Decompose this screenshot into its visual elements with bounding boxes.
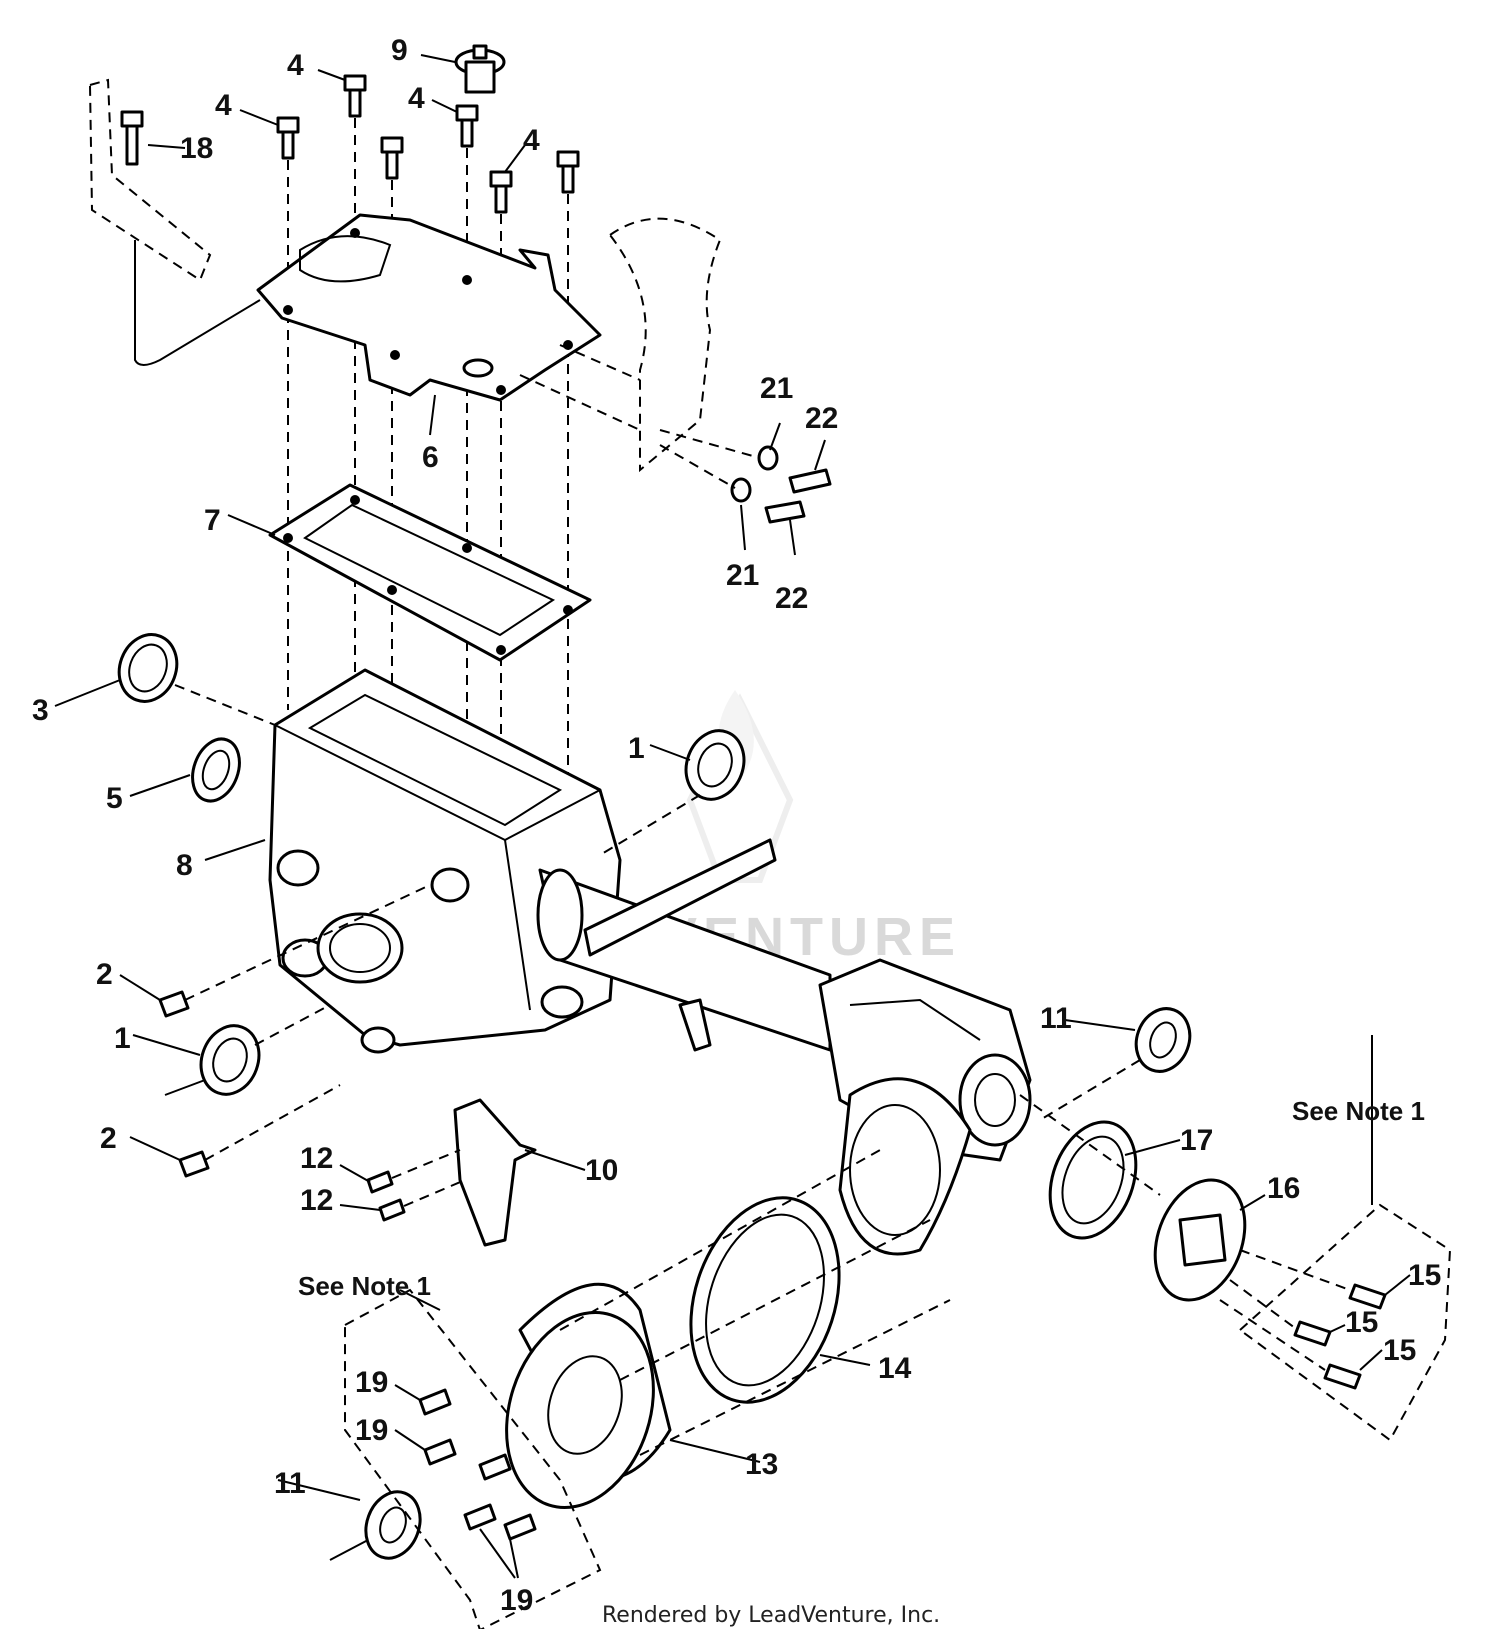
- part-11-seal-right: [1039, 1007, 1192, 1121]
- part-1-bearing-upper: [599, 729, 746, 856]
- callout-1: 1: [628, 732, 645, 765]
- callout-3: 3: [32, 694, 49, 727]
- part-15-bolts: [1219, 1249, 1387, 1390]
- part-1-bearing-lower: [164, 1004, 331, 1096]
- callout-15: 15: [1345, 1306, 1378, 1339]
- leader-lines: [54, 54, 1411, 1579]
- callout-17: 17: [1180, 1124, 1213, 1157]
- part-10-shield-plate: [453, 1098, 537, 1247]
- callout-4: 4: [215, 89, 232, 122]
- callout-9: 9: [391, 34, 408, 67]
- part-9-breather-cap: [454, 44, 506, 94]
- part-21-washers: [730, 445, 779, 503]
- callout-21: 21: [760, 372, 793, 405]
- callout-7: 7: [204, 504, 221, 537]
- part-12-screws: [366, 1149, 466, 1222]
- part-8-gear-housing: [268, 668, 622, 1054]
- callout-11: 11: [1040, 1002, 1072, 1035]
- part-11-seal-left: [329, 1490, 422, 1561]
- part-4-bolts: [276, 74, 580, 214]
- part-5-seal: [191, 737, 241, 803]
- part-18-bracket: [88, 78, 261, 366]
- part-6-cover-plate: [256, 213, 602, 402]
- note-1-right-box: [1238, 1203, 1452, 1442]
- part-3-bearing: [117, 633, 276, 726]
- part-16-end-cap: [1019, 1094, 1247, 1302]
- center-housing: [818, 958, 1032, 1256]
- callout-1: 1: [114, 1022, 131, 1055]
- callout-21: 21: [726, 559, 759, 592]
- callout-6: 6: [422, 441, 439, 474]
- part-19-screws: [418, 1388, 537, 1541]
- callout-16: 16: [1267, 1172, 1300, 1205]
- callout-18: 18: [180, 132, 213, 165]
- callout-labels: 18 4 4 4 4 9 6 7 21 22 21 22 3 5 8 1 2 1…: [32, 34, 1441, 1617]
- callout-22: 22: [775, 582, 808, 615]
- note-1-left-box: [344, 1288, 602, 1632]
- callout-14: 14: [878, 1352, 912, 1385]
- note-1-left: See Note 1: [298, 1271, 431, 1301]
- callout-10: 10: [585, 1154, 618, 1187]
- callout-19: 19: [355, 1414, 388, 1447]
- part-13-side-cover: [505, 1149, 951, 1510]
- callout-19: 19: [500, 1584, 533, 1617]
- part-18-bolt: [120, 110, 144, 166]
- callout-19: 19: [355, 1366, 388, 1399]
- callout-12: 12: [300, 1142, 333, 1175]
- callout-12: 12: [300, 1184, 333, 1217]
- part-17-gasket: [1048, 1120, 1138, 1240]
- part-14-gasket: [689, 1196, 841, 1404]
- callout-15: 15: [1408, 1259, 1441, 1292]
- part-7-gasket: [268, 483, 592, 662]
- callout-11: 11: [274, 1467, 306, 1500]
- footer-credit: Rendered by LeadVenture, Inc.: [602, 1603, 940, 1628]
- part-2-plugs: [158, 884, 431, 1178]
- callout-5: 5: [106, 782, 123, 815]
- axle-tube: [536, 838, 832, 1052]
- note-1-right: See Note 1: [1292, 1096, 1425, 1126]
- callout-13: 13: [745, 1448, 778, 1481]
- callout-8: 8: [176, 849, 193, 882]
- callout-4: 4: [408, 82, 425, 115]
- callout-4: 4: [287, 49, 304, 82]
- part-22-bolts: [659, 429, 832, 524]
- callout-22: 22: [805, 402, 838, 435]
- callout-2: 2: [100, 1122, 117, 1155]
- callout-15: 15: [1383, 1334, 1416, 1367]
- callout-4: 4: [523, 124, 540, 157]
- callout-2: 2: [96, 958, 113, 991]
- shield-outline: [519, 217, 722, 473]
